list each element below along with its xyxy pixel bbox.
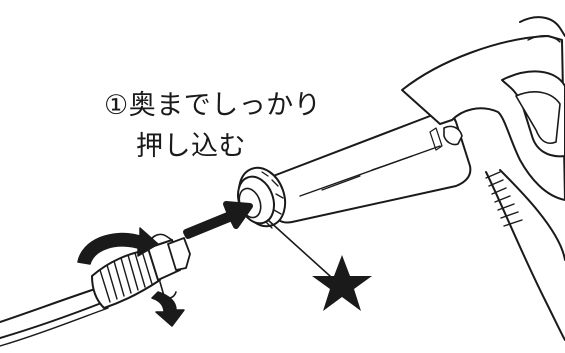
hose-grip-sleeve: [91, 249, 161, 309]
gun-hose-cable: [499, 169, 565, 261]
gun-barrel-contour: [299, 145, 441, 197]
instruction-step-line-2: 押し込む: [136, 131, 246, 162]
hose-grip-ribs: [99, 250, 153, 303]
gun-hose-ribs: [485, 171, 523, 227]
instruction-step-line-1: ①奥までしっかり: [104, 90, 322, 121]
spray-gun: [237, 16, 565, 341]
marker-leader-line: [267, 219, 331, 277]
gun-hose-cable: [485, 171, 565, 341]
hose-tube: [0, 307, 109, 347]
gun-cap-edge: [519, 16, 565, 37]
star-icon: [312, 255, 372, 311]
gun-barrel-groove: [429, 127, 443, 151]
gun-lock-switch: [443, 125, 463, 146]
gun-barrel-contour: [371, 155, 413, 171]
gun-barrel: [267, 111, 472, 224]
rotate-arrow-icon: [151, 291, 185, 327]
hose-tube: [0, 301, 105, 339]
hose-tube: [0, 287, 99, 323]
barrel-connector-teeth: [261, 171, 284, 229]
gun-trigger: [515, 91, 561, 145]
rotate-arrow-icon: [77, 227, 159, 265]
hose-connector-lug: [167, 237, 191, 271]
insert-arrow-icon: [183, 201, 253, 239]
gun-barrel-contour: [321, 175, 361, 191]
gun-cap-edge: [527, 35, 561, 43]
hose-assembly: [0, 227, 191, 347]
